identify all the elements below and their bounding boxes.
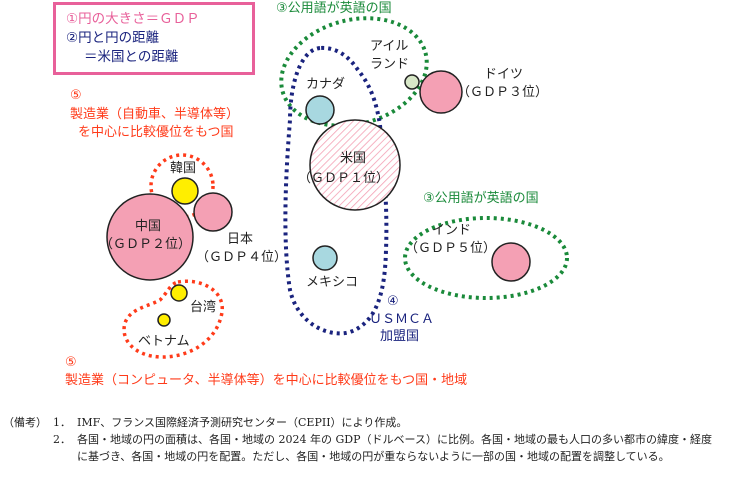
us-label-2: （ＧＤＰ１位） xyxy=(298,171,390,186)
legend-line-distance: ②円と円の距離 xyxy=(66,30,160,46)
diagram-graphics xyxy=(106,16,569,359)
usmca-line2: 加盟国 xyxy=(380,329,420,344)
note-row: 2． 各国・地域の円の面積は、各国・地域の 2024 年の GDP（ドルベース）… xyxy=(3,431,717,465)
mexico-label: メキシコ xyxy=(306,275,359,290)
china-label-2: （ＧＤＰ２位） xyxy=(100,237,192,252)
canada-circle xyxy=(305,95,335,125)
taiwan-label: 台湾 xyxy=(190,300,217,315)
mfg-auto-line1: 製造業（自動車、半導体等） xyxy=(70,107,240,122)
mfg-auto-number: ⑤ xyxy=(70,88,82,103)
legend-line-gdp: ①円の大きさ＝ＧＤＰ xyxy=(66,11,200,27)
china-label-1: 中国 xyxy=(135,219,162,234)
usmca-number: ④ xyxy=(387,294,399,309)
notes-label: （備考） xyxy=(3,416,47,429)
japan-circle xyxy=(193,192,233,232)
english-label-top: ③公用語が英語の国 xyxy=(276,1,392,16)
vietnam-label: ベトナム xyxy=(138,334,190,349)
legend-line-us-distance: ＝米国との距離 xyxy=(84,49,179,65)
germany-label-1: ドイツ xyxy=(484,67,524,82)
ireland-label-2: ランド xyxy=(370,57,410,72)
usmca-group-outline xyxy=(283,45,389,336)
ireland-label-1: アイル xyxy=(370,39,409,54)
germany-circle xyxy=(419,70,463,114)
notes: （備考） 1． IMF、フランス国際経済予測研究センター（CEPII）により作成… xyxy=(3,414,717,465)
canada-label: カナダ xyxy=(306,77,346,92)
us-circle xyxy=(309,119,401,211)
legend-box: ①円の大きさ＝ＧＤＰ ②円と円の距離 ＝米国との距離 xyxy=(53,2,255,75)
korea-circle xyxy=(171,177,199,205)
mfg-auto-line2: を中心に比較優位をもつ国 xyxy=(78,125,234,140)
ireland-circle xyxy=(404,74,420,90)
mexico-circle xyxy=(312,245,338,271)
india-circle xyxy=(491,242,531,282)
vietnam-circle xyxy=(157,313,171,327)
usmca-line1: ＵＳＭＣＡ xyxy=(369,312,435,327)
india-label-1: インド xyxy=(432,223,472,238)
us-label-1: 米国 xyxy=(340,151,367,166)
note-number: 2． xyxy=(53,433,71,446)
note-text: 各国・地域の円の面積は、各国・地域の 2024 年の GDP（ドルベース）に比例… xyxy=(77,433,712,463)
note-text: IMF、フランス国際経済予測研究センター（CEPII）により作成。 xyxy=(77,416,408,429)
china-circle xyxy=(106,193,194,281)
japan-label-2: （ＧＤＰ４位） xyxy=(196,250,288,265)
english-group-right-outline xyxy=(403,216,569,300)
taiwan-vietnam-group-outline xyxy=(122,279,224,359)
mfg-comp-line: 製造業（コンピュータ、半導体等）を中心に比較優位をもつ国・地域 xyxy=(65,373,468,388)
germany-label-2: （ＧＤＰ３位） xyxy=(457,85,549,100)
note-row: （備考） 1． IMF、フランス国際経済予測研究センター（CEPII）により作成… xyxy=(3,414,717,431)
korea-label: 韓国 xyxy=(170,161,197,176)
korea-group-outline xyxy=(149,153,215,219)
english-label-right: ③公用語が英語の国 xyxy=(423,191,539,206)
japan-label-1: 日本 xyxy=(227,232,254,247)
note-number: 1． xyxy=(53,416,71,429)
mfg-comp-number: ⑤ xyxy=(65,355,77,370)
taiwan-circle xyxy=(170,284,188,302)
india-label-2: （ＧＤＰ５位） xyxy=(405,241,497,256)
